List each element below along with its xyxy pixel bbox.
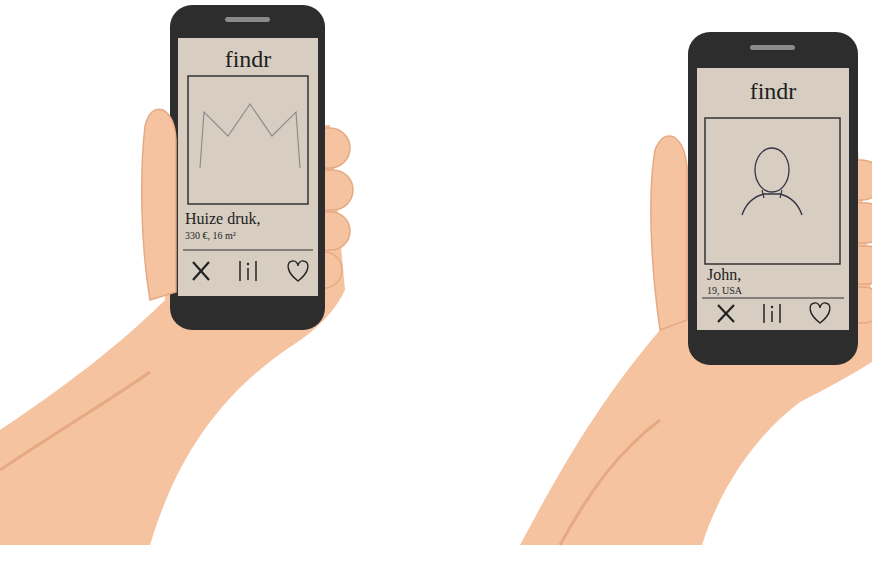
phone-screen: findrJohn,19, USA bbox=[697, 68, 849, 330]
app-logo: findr bbox=[225, 46, 272, 72]
app-logo: findr bbox=[750, 78, 797, 104]
listing-details: 330 €, 16 m² bbox=[185, 230, 236, 241]
profile-details: 19, USA bbox=[707, 285, 742, 296]
right-phone bbox=[688, 32, 858, 365]
thumb bbox=[651, 136, 687, 330]
thumb bbox=[142, 109, 176, 300]
profile-name: John, bbox=[707, 266, 741, 284]
listing-title: Huize druk, bbox=[185, 210, 261, 228]
left-phone bbox=[170, 5, 325, 330]
phone-screen: findrHuize druk, 330 €, 16 m² bbox=[178, 38, 318, 296]
